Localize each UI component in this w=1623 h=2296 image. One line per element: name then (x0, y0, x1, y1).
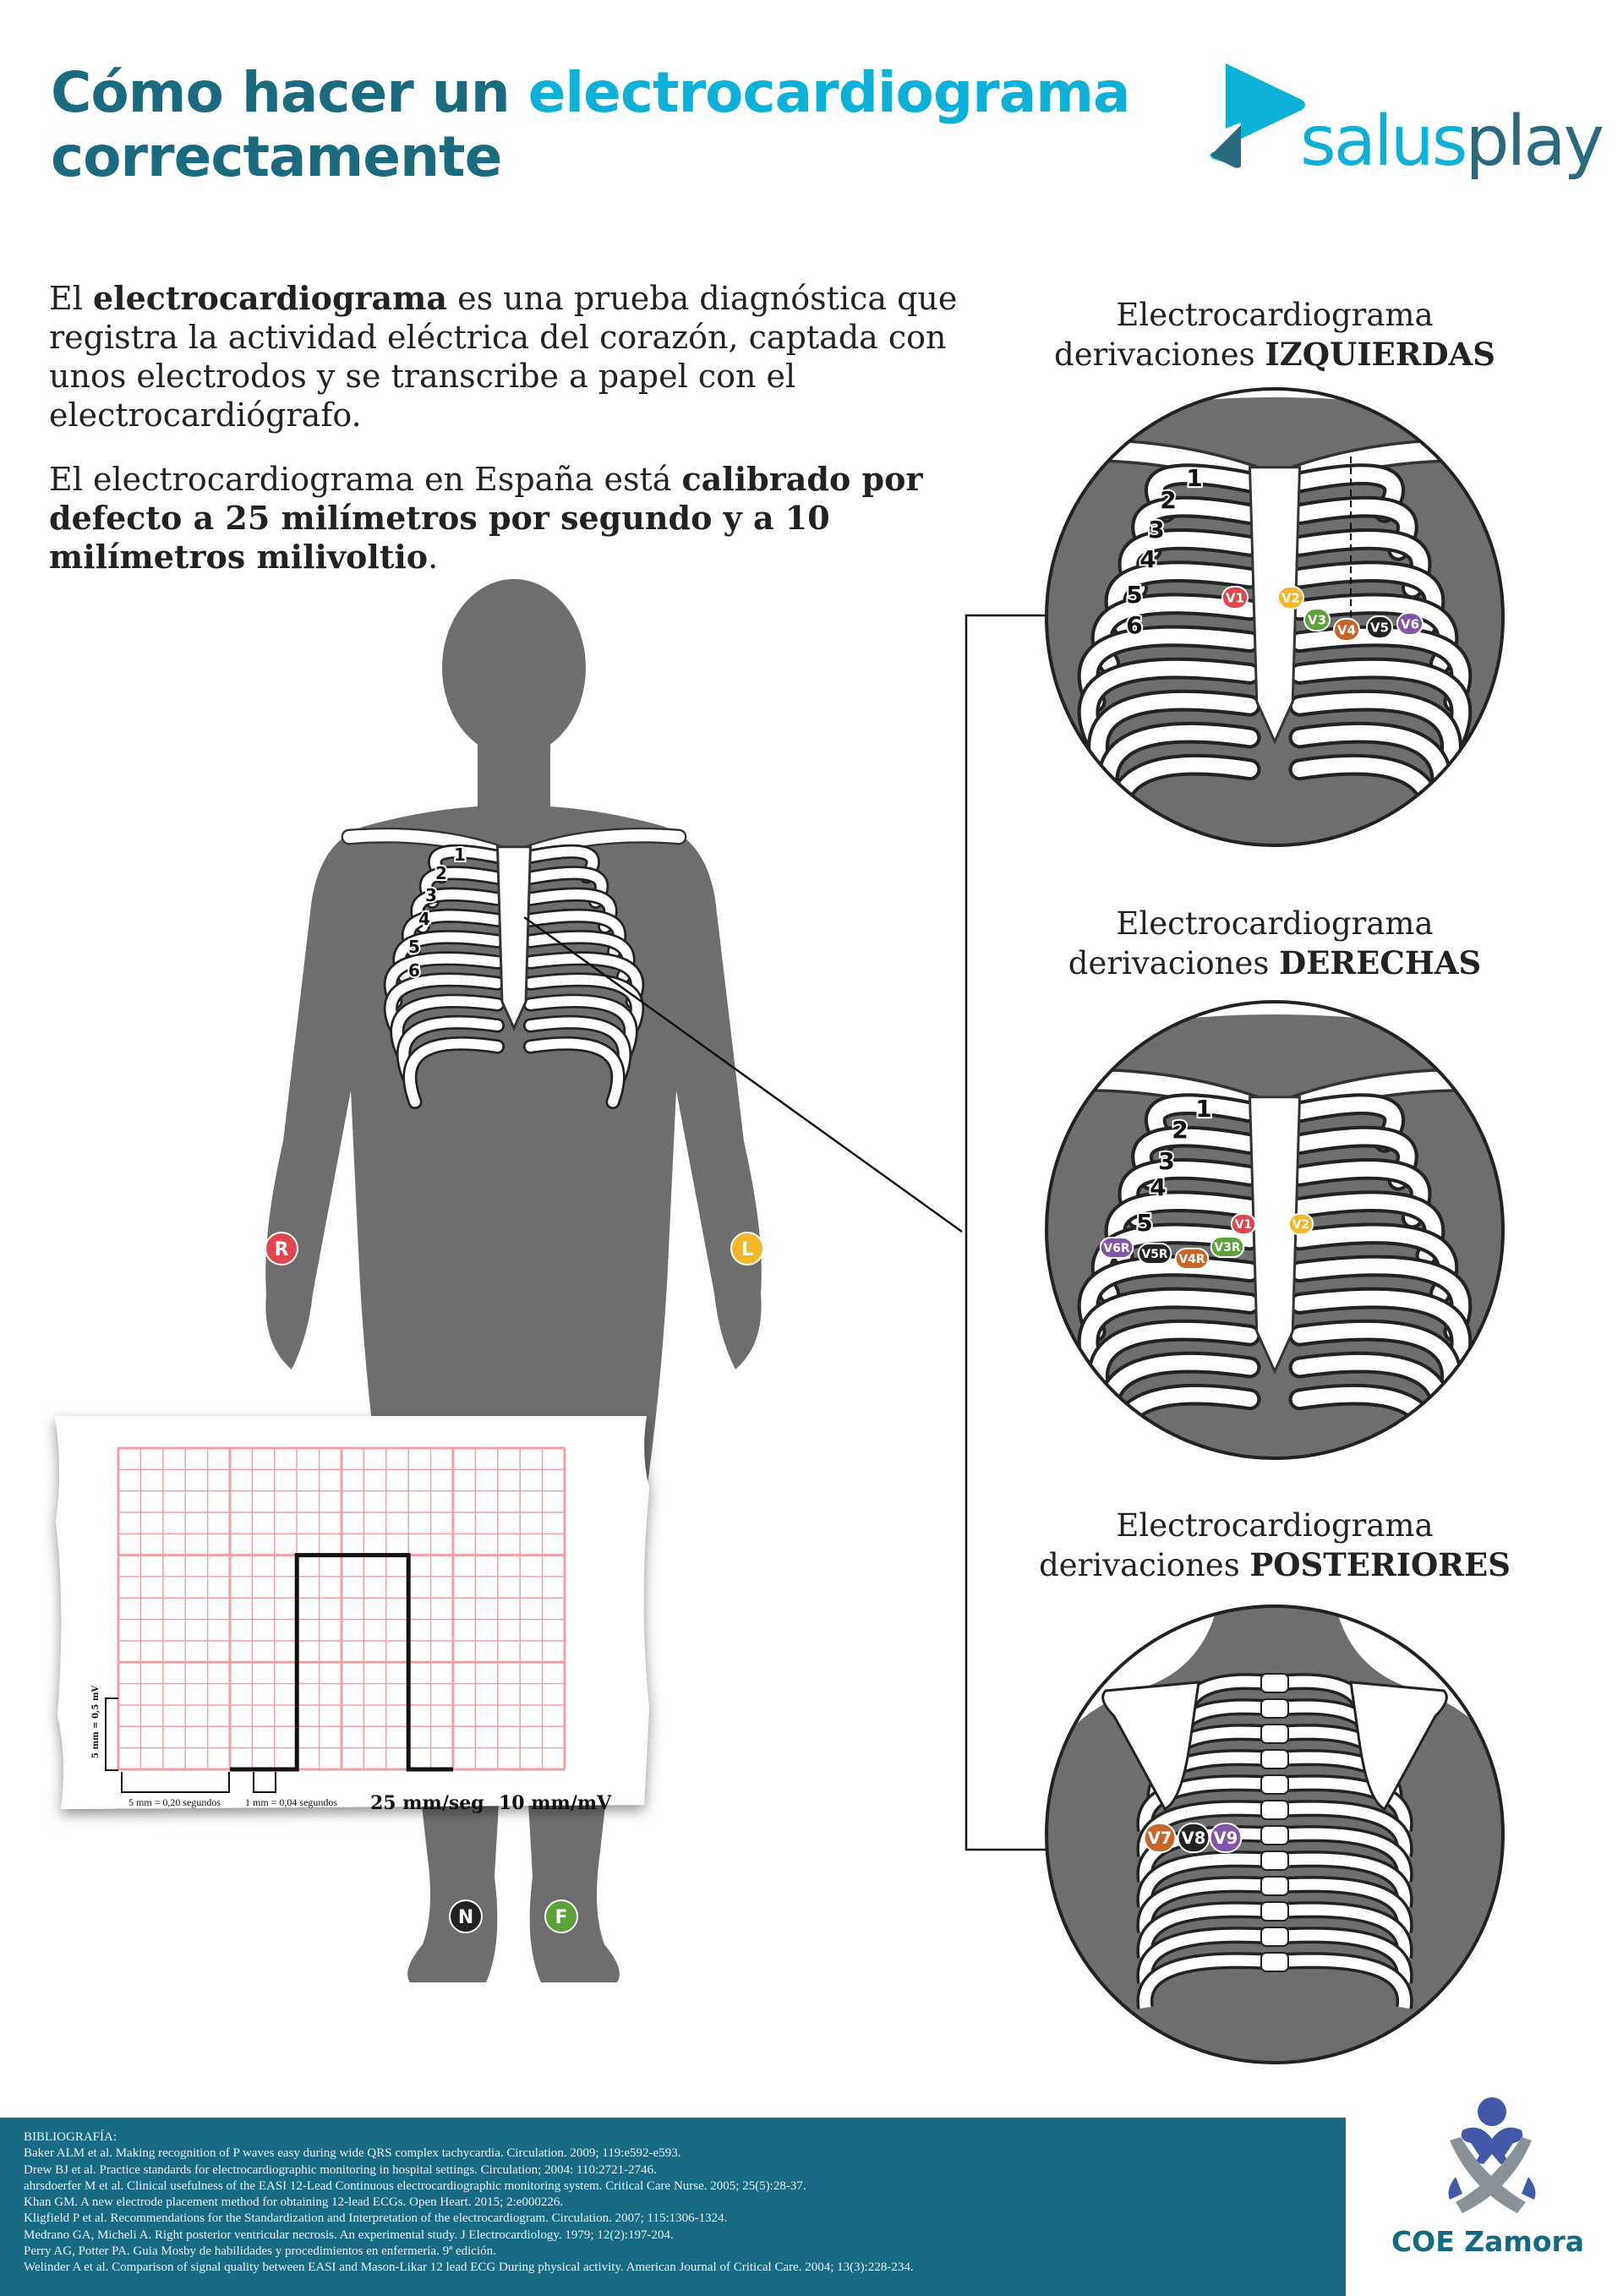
right-leads-zoom (1046, 1002, 1503, 1458)
coe-zamora-logo-icon (1448, 2097, 1536, 2213)
ecg-speed-label: 25 mm/seg (370, 1792, 484, 1814)
body-silhouette (265, 579, 762, 1982)
rib-number: 2 (435, 863, 447, 883)
lead-v2: V2 (1276, 586, 1305, 610)
ecg-small-square-label: 1 mm = 0,04 segundos (245, 1796, 337, 1808)
intro-paragraph-1: El electrocardiograma es una prueba diag… (49, 279, 958, 434)
svg-text:V6R: V6R (1104, 1242, 1130, 1255)
lead-v4: V4 (1332, 618, 1361, 642)
electrode-l: L (730, 1232, 764, 1266)
svg-text:V6: V6 (1401, 616, 1419, 631)
ecg-paper (55, 1416, 649, 1809)
svg-text:V3R: V3R (1215, 1241, 1241, 1255)
coe-zamora-name: COE Zamora (1391, 2225, 1585, 2258)
ecg-grid (117, 1446, 566, 1772)
svg-text:V4: V4 (1337, 622, 1356, 637)
lead-v5: V5 (1365, 615, 1394, 639)
rib-number: 1 (1195, 1095, 1211, 1123)
bibliography-item: Baker ALM et al. Making recognition of P… (24, 2146, 681, 2161)
rib-number: 1 (1186, 464, 1202, 492)
bibliography-item: Welinder A et al. Comparison of signal q… (24, 2260, 914, 2275)
salusplay-logo-text: salusplay (1300, 101, 1604, 182)
lead-v3: V3 (1303, 608, 1331, 631)
svg-text:V9: V9 (1214, 1829, 1238, 1848)
lead-v3r: V3R (1210, 1236, 1245, 1258)
svg-text:V3: V3 (1308, 612, 1326, 627)
svg-text:N: N (458, 1907, 473, 1928)
svg-text:F: F (555, 1907, 568, 1928)
intro-paragraph-2: El electrocardiograma en España está cal… (49, 460, 923, 576)
svg-text:L: L (741, 1239, 753, 1260)
rib-number: 2 (1160, 486, 1176, 514)
ecg-gain-label: 10 mm/mV (499, 1792, 612, 1814)
connector-lines (523, 614, 1050, 1851)
rib-number: 6 (1126, 611, 1142, 639)
lead-v9: V9 (1209, 1823, 1243, 1853)
bibliography-item: ahrsdoerfer M et al. Clinical usefulness… (24, 2178, 806, 2193)
ribcage-right (1046, 1068, 1503, 1458)
svg-text:V4R: V4R (1179, 1253, 1205, 1266)
lead-v4r: V4R (1174, 1248, 1210, 1270)
body-ribcage (341, 827, 687, 1110)
bibliography-item: Medrano GA, Micheli A. Right posterior v… (24, 2228, 674, 2242)
spine-scapulae (1101, 1673, 1448, 2009)
page-title: Cómo hacer un electrocardiograma correct… (51, 60, 1131, 189)
left-leads-zoom (1046, 389, 1503, 845)
calibration-pulse (230, 1553, 453, 1772)
lead-v1: V1 (1230, 1213, 1257, 1235)
lead-v6r: V6R (1099, 1237, 1134, 1259)
rib-number: 4 (1139, 545, 1156, 573)
bibliography-item: Drew BJ et al. Practice standards for el… (24, 2162, 657, 2177)
lead-v5r: V5R (1137, 1243, 1172, 1265)
svg-text:R: R (275, 1239, 289, 1260)
bibliography-item: Kligfield P et al. Recommendations for t… (24, 2211, 728, 2226)
svg-text:V7: V7 (1148, 1829, 1172, 1848)
bibliography: BIBLIOGRAFÍA: Baker ALM et al. Making re… (0, 2118, 1346, 2296)
electrode-r: R (265, 1232, 298, 1266)
posterior-leads-zoom (1046, 1606, 1503, 2063)
ecg-large-square-label: 5 mm = 0,20 segundos (128, 1796, 221, 1808)
rib-number: 3 (425, 885, 437, 905)
rib-number: 3 (1148, 516, 1164, 544)
rib-number: 5 (408, 937, 420, 957)
bibliography-item: Khan GM. A new electrode placement metho… (24, 2195, 564, 2210)
electrode-f: F (544, 1900, 578, 1933)
rib-number: 4 (418, 909, 430, 929)
lead-v6: V6 (1396, 612, 1424, 636)
lead-v8: V8 (1177, 1823, 1210, 1853)
ecg-vertical-label: 5 mm = 0,5 mV (91, 1686, 101, 1758)
rib-number: 5 (1136, 1209, 1152, 1237)
rib-number: 2 (1172, 1116, 1188, 1144)
rib-number: 6 (408, 960, 420, 981)
bibliography-item: Perry AG, Potter PA. Guia Mosby de habil… (24, 2244, 496, 2259)
ecg-annotations (105, 1697, 276, 1793)
svg-text:V5R: V5R (1142, 1248, 1168, 1261)
coe-zamora-logo: COE Zamora (1352, 2096, 1623, 2296)
rib-number: 1 (454, 845, 466, 865)
salusplay-logo-icon (1210, 63, 1305, 168)
svg-text:V2: V2 (1292, 1218, 1309, 1232)
svg-text:V5: V5 (1370, 620, 1389, 635)
svg-text:V2: V2 (1281, 590, 1300, 605)
svg-text:V8: V8 (1182, 1829, 1206, 1848)
lead-v1: V1 (1221, 586, 1249, 610)
electrode-n: N (449, 1900, 483, 1933)
svg-text:V1: V1 (1226, 590, 1244, 605)
rib-number: 3 (1158, 1147, 1174, 1175)
bibliography-heading: BIBLIOGRAFÍA: (24, 2130, 117, 2144)
lead-v2: V2 (1287, 1213, 1314, 1235)
rib-number: 4 (1150, 1173, 1166, 1201)
lead-v7: V7 (1143, 1823, 1177, 1853)
svg-text:V1: V1 (1235, 1218, 1252, 1232)
rib-number: 5 (1126, 581, 1142, 609)
